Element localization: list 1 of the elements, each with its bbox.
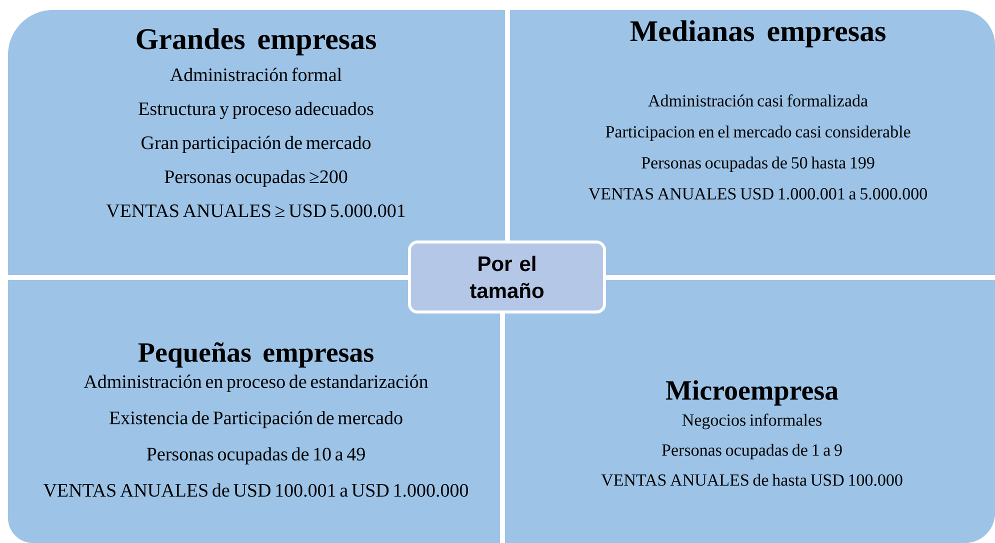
center-box: Por el tamaño (408, 240, 606, 314)
